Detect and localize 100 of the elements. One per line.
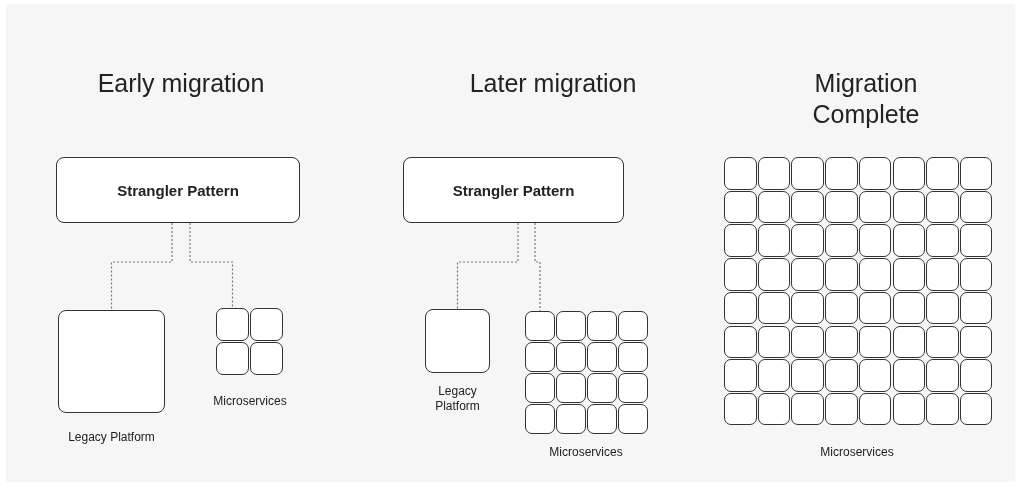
service-square bbox=[757, 392, 791, 426]
service-square bbox=[757, 190, 791, 224]
service-square bbox=[825, 258, 858, 291]
service-square bbox=[216, 308, 249, 341]
service-square bbox=[618, 373, 648, 403]
service-square bbox=[791, 291, 824, 325]
service-square bbox=[926, 157, 959, 190]
service-square bbox=[825, 224, 858, 257]
service-square bbox=[587, 373, 617, 403]
service-square bbox=[825, 157, 858, 190]
pattern-box bbox=[56, 157, 300, 223]
service-square bbox=[858, 359, 892, 392]
service-square bbox=[724, 258, 757, 291]
box-label: Strangler Pattern bbox=[452, 181, 575, 199]
caption-text: Legacy Platform bbox=[434, 384, 481, 414]
service-square bbox=[724, 359, 757, 392]
service-square bbox=[618, 311, 648, 341]
service-square bbox=[825, 291, 858, 325]
service-square bbox=[959, 224, 993, 257]
platform-box bbox=[425, 309, 490, 373]
service-square bbox=[525, 404, 555, 434]
service-square bbox=[724, 291, 757, 325]
service-square bbox=[587, 404, 617, 434]
service-square bbox=[791, 392, 824, 426]
connector-line bbox=[110, 222, 173, 311]
caption-text: Microservices bbox=[212, 394, 288, 409]
service-square bbox=[825, 190, 858, 224]
service-square bbox=[959, 157, 993, 190]
service-square bbox=[959, 190, 993, 224]
service-square bbox=[892, 291, 925, 325]
box-label: Strangler Pattern bbox=[117, 181, 239, 199]
service-square bbox=[724, 392, 757, 426]
panel-title: Later migration bbox=[468, 68, 638, 99]
connector-line bbox=[189, 222, 234, 309]
service-square bbox=[724, 190, 757, 224]
service-square bbox=[757, 359, 791, 392]
service-square bbox=[757, 258, 791, 291]
service-square bbox=[926, 392, 959, 426]
service-square bbox=[892, 359, 925, 392]
panel-title: Early migration bbox=[96, 68, 266, 99]
service-square bbox=[757, 291, 791, 325]
service-square bbox=[926, 224, 959, 257]
service-square bbox=[858, 392, 892, 426]
service-square bbox=[216, 342, 249, 375]
service-square bbox=[791, 224, 824, 257]
service-square bbox=[757, 224, 791, 257]
service-square bbox=[892, 392, 925, 426]
service-square bbox=[525, 373, 555, 403]
caption-text: Microservices bbox=[548, 445, 624, 460]
service-square bbox=[926, 359, 959, 392]
service-square bbox=[724, 224, 757, 257]
service-square bbox=[892, 325, 925, 358]
service-square bbox=[926, 258, 959, 291]
service-square bbox=[791, 258, 824, 291]
service-square bbox=[525, 342, 555, 372]
service-square bbox=[892, 190, 925, 224]
service-square bbox=[556, 404, 586, 434]
service-square bbox=[959, 325, 993, 358]
platform-box bbox=[58, 310, 165, 413]
service-square bbox=[618, 342, 648, 372]
service-square bbox=[556, 373, 586, 403]
service-square bbox=[858, 190, 892, 224]
service-square bbox=[892, 224, 925, 257]
panel-title: Migration Complete bbox=[811, 68, 921, 130]
service-square bbox=[892, 157, 925, 190]
pattern-box bbox=[403, 157, 624, 223]
service-square bbox=[556, 342, 586, 372]
connector-line bbox=[456, 222, 519, 310]
service-square bbox=[959, 258, 993, 291]
service-square bbox=[959, 392, 993, 426]
caption-text: Legacy Platform bbox=[67, 430, 156, 445]
service-square bbox=[724, 157, 757, 190]
service-square bbox=[825, 392, 858, 426]
service-square bbox=[858, 291, 892, 325]
service-square bbox=[892, 258, 925, 291]
service-square bbox=[858, 325, 892, 358]
service-square bbox=[757, 157, 791, 190]
service-square bbox=[858, 224, 892, 257]
service-square bbox=[724, 325, 757, 358]
service-square bbox=[757, 325, 791, 358]
service-square bbox=[525, 311, 555, 341]
caption-text: Microservices bbox=[819, 445, 895, 460]
service-square bbox=[959, 291, 993, 325]
service-square bbox=[825, 359, 858, 392]
service-square bbox=[250, 308, 283, 341]
service-square bbox=[858, 258, 892, 291]
service-square bbox=[791, 359, 824, 392]
service-square bbox=[791, 325, 824, 358]
service-square bbox=[618, 404, 648, 434]
service-square bbox=[926, 190, 959, 224]
service-square bbox=[926, 291, 959, 325]
service-square bbox=[587, 342, 617, 372]
service-square bbox=[858, 157, 892, 190]
service-square bbox=[825, 325, 858, 358]
service-square bbox=[926, 325, 959, 358]
service-square bbox=[791, 157, 824, 190]
service-square bbox=[791, 190, 824, 224]
service-square bbox=[250, 342, 283, 375]
service-square bbox=[587, 311, 617, 341]
service-square bbox=[959, 359, 993, 392]
